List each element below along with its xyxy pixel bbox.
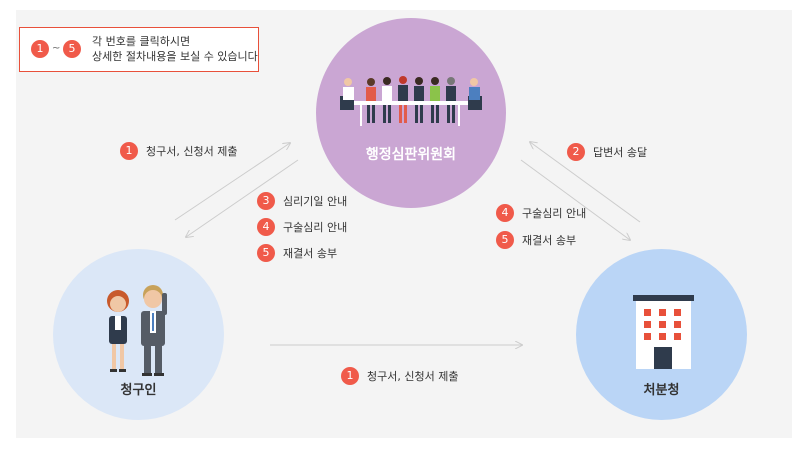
step-oral-hearing-notice-claimant[interactable]: 4 구술심리 안내	[257, 218, 347, 236]
arrow-claimant-to-committee	[174, 143, 290, 221]
instruction-line-2: 상세한 절차내용을 보실 수 있습니다	[92, 50, 258, 63]
office-building-icon	[633, 295, 694, 369]
step-number-badge: 4	[257, 218, 275, 236]
arrow-agency-to-committee	[530, 142, 641, 223]
step-number-badge: 1	[341, 367, 359, 385]
step-label: 청구서, 신청서 제출	[367, 370, 459, 383]
step-decision-delivery-agency[interactable]: 5 재결서 송부	[496, 231, 576, 249]
step-label: 재결서 송부	[522, 234, 577, 247]
arrow-committee-to-claimant	[186, 159, 299, 237]
step-number-badge: 4	[496, 204, 514, 222]
step-number-badge: 1	[120, 142, 138, 160]
step-number-badge: 3	[257, 192, 275, 210]
committee-label: 행정심판위원회	[365, 147, 457, 163]
claimant-node: 청구인	[53, 249, 224, 420]
instruction-box: 1 ~ 5 각 번호를 클릭하시면 상세한 절차내용을 보실 수 있습니다	[19, 27, 259, 72]
step-label: 재결서 송부	[283, 247, 338, 260]
committee-node: 행정심판위원회	[316, 18, 506, 208]
step-submit-claim-to-committee[interactable]: 1 청구서, 신청서 제출	[120, 142, 237, 160]
step-oral-hearing-notice-agency[interactable]: 4 구술심리 안내	[496, 204, 586, 222]
step-label: 구술심리 안내	[522, 207, 587, 220]
step-badge-start: 1	[31, 40, 49, 58]
step-number-badge: 5	[496, 231, 514, 249]
step-badge-end: 5	[63, 40, 81, 58]
step-label: 청구서, 신청서 제출	[146, 145, 238, 158]
meeting-people-icon	[340, 76, 482, 126]
arrow-committee-to-agency	[520, 159, 630, 240]
step-number-badge: 2	[567, 143, 585, 161]
instruction-text: 각 번호를 클릭하시면 상세한 절차내용을 보실 수 있습니다	[92, 34, 258, 64]
step-label: 심리기일 안내	[283, 195, 348, 208]
range-separator: ~	[52, 43, 61, 54]
agency-label: 처분청	[643, 383, 680, 398]
claimant-label: 청구인	[120, 383, 157, 398]
step-hearing-date-notice[interactable]: 3 심리기일 안내	[257, 192, 347, 210]
step-label: 구술심리 안내	[283, 221, 348, 234]
step-submit-claim-to-agency[interactable]: 1 청구서, 신청서 제출	[341, 367, 458, 385]
instruction-line-1: 각 번호를 클릭하시면	[92, 35, 191, 48]
agency-node: 처분청	[576, 249, 747, 420]
step-decision-delivery-claimant[interactable]: 5 재결서 송부	[257, 244, 337, 262]
two-people-icon	[107, 285, 167, 376]
step-number-badge: 5	[257, 244, 275, 262]
step-answer-delivery[interactable]: 2 답변서 송달	[567, 143, 647, 161]
step-label: 답변서 송달	[593, 146, 648, 159]
